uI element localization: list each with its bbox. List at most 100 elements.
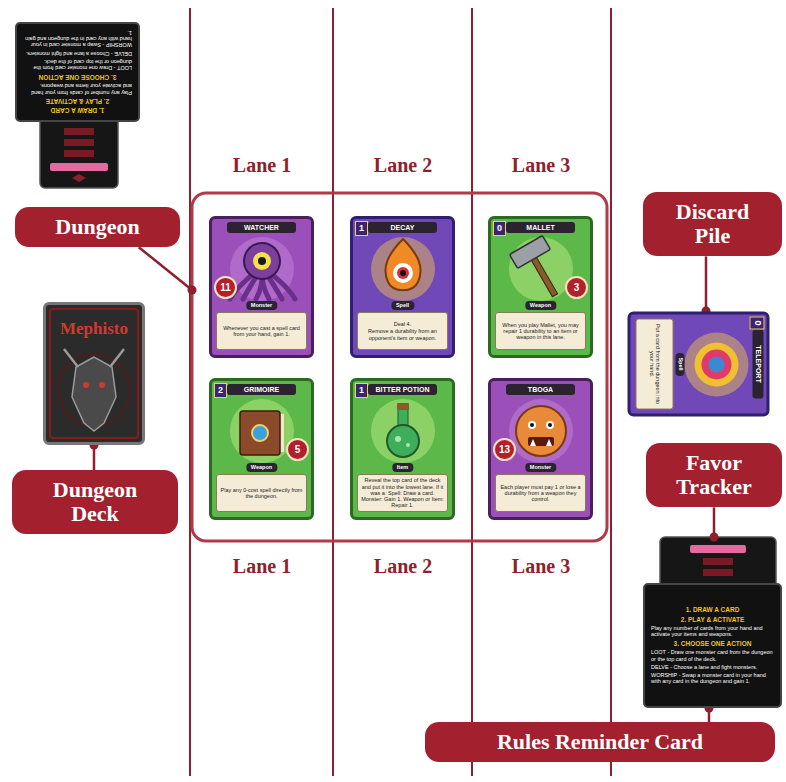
card-glow [371,237,435,301]
lane-label: Lane 2 [348,154,458,177]
lane-divider [610,8,612,776]
portal-ring [701,349,731,379]
rules-text: WORSHIP - Swap a monster card in your ha… [651,672,774,685]
card-illustration [230,243,295,299]
lane-label: Lane 3 [486,555,596,578]
card-cost: 2 [214,383,227,398]
tracker-banner [50,163,108,171]
card-body: Play any 0-cost spell directly from the … [220,487,303,500]
card-back-title: Mephisto [46,319,142,339]
callout-label: Dungeon Deck [12,470,178,534]
rules-text: LOOT - Draw one monster card from the du… [651,649,774,662]
card-stat: 13 [493,438,516,461]
rules-text: LOOT - Draw one monster card from the du… [23,59,132,72]
lane-label: Lane 3 [486,154,596,177]
dungeon-card: Play any 0-cost spell directly from the … [209,378,314,520]
ogre-mouth [528,437,554,446]
dungeon-card: Whenever you cast a spell card from your… [209,216,314,358]
dragon-horns [64,349,124,367]
card-cost: 0 [749,316,764,329]
card-body: Remove a durability from an opponent's i… [361,328,444,341]
hammer-head [510,236,551,269]
callout-label: Favor Tracker [646,443,782,507]
lane-divider [332,8,334,776]
dungeon-card: Each player must pay 1 or lose a durabil… [488,378,593,520]
dungeon-card: Reveal the top card of the deck and put … [350,378,455,520]
card-glow [230,237,294,301]
card-illustration [387,403,419,457]
card-stat: 3 [565,276,588,299]
ogre-pupil [548,423,552,427]
card-type: Weapon [525,301,556,310]
card-illustration [694,342,738,386]
callout-label: Rules Reminder Card [425,722,775,762]
flame [385,239,420,290]
dungeon-card: Deal 4.Remove a durability from an oppon… [350,216,455,358]
lane-label: Lane 1 [207,154,317,177]
rules-text: DELVE - Choose a lane and fight monsters… [23,50,132,56]
lane-label: Lane 2 [348,555,458,578]
card-glow [509,399,573,463]
tracker-banner [690,545,746,553]
callout-text: Dungeon [55,215,139,239]
card-title: MALLET [506,222,575,233]
card-text-box: Play any 0-cost spell directly from the … [216,474,307,512]
dragon-eye [83,382,89,388]
ogre-pupil [530,423,534,427]
rules-text: Play any number of cards from your hand … [23,83,132,96]
card-illustration [240,411,284,455]
card-cost: 1 [355,221,368,236]
tracker-slot [64,139,94,146]
callout-text: Discard Pile [663,200,762,248]
book-gem [252,425,268,441]
rules-text: DELVE - Choose a lane and fight monsters… [651,664,774,670]
card-title: TBOGA [506,384,575,395]
card-type: Spell [675,352,684,375]
card-body: Reveal the top card of the deck and put … [361,477,444,509]
card-text-box: Deal 4.Remove a durability from an oppon… [357,312,448,350]
card-glow [230,399,294,463]
card-type: Spell [391,301,414,310]
tracker-slot [64,128,94,135]
tracker-slot [64,150,94,157]
rules-heading: 1. DRAW A CARD [651,606,774,613]
card-cost: 1 [355,383,368,398]
dungeon-card: When you play Mallet, you may repair 1 d… [488,216,593,358]
card-cost: 0 [493,221,506,236]
tracker-slot [703,569,733,576]
leader-dot [710,533,719,542]
callout-label: Dungeon [15,207,180,247]
rules-reminder-card: 1. DRAW A CARD2. PLAY & ACTIVATEPlay any… [643,583,782,708]
dungeon-outline [192,193,607,541]
ogre-teeth [530,439,552,446]
dragon-eye [99,382,105,388]
book-cover [240,411,280,455]
card-body: Each player must pay 1 or lose a durabil… [499,484,582,503]
card-stat: 5 [286,438,309,461]
ogre-eye [546,421,554,429]
rules-heading: 3. CHOOSE ONE ACTION [651,640,774,647]
card-type: Monster [246,301,277,310]
rules-heading: 3. CHOOSE ONE ACTION [23,73,132,80]
rules-text: WORSHIP - Swap a monster card in your ha… [23,30,132,49]
dungeon-deck-card: Mephisto [43,302,145,445]
eye-pupil [400,270,406,276]
card-text-box: Put a card from the dungeon into your ha… [635,318,673,409]
leader-line [139,247,192,290]
octopus-eye [253,252,271,270]
card-title: GRIMOIRE [227,384,296,395]
rules-heading: 2. PLAY & ACTIVATE [651,616,774,623]
card-stat: 11 [214,276,237,299]
eye-iris [397,267,409,279]
lane-divider-lines [190,8,611,776]
ogre-eye [528,421,536,429]
card-title: BITTER POTION [368,384,437,395]
card-body: When you play Mallet, you may repair 1 d… [499,322,582,341]
dragon-head [72,357,116,431]
card-text-box: Whenever you cast a spell card from your… [216,312,307,350]
ogre-face [516,406,566,456]
discard-card: Put a card from the dungeon into your ha… [627,311,769,416]
card-type: Item [392,463,413,472]
flask-body [387,425,419,457]
callout-text: Favor Tracker [664,451,764,499]
